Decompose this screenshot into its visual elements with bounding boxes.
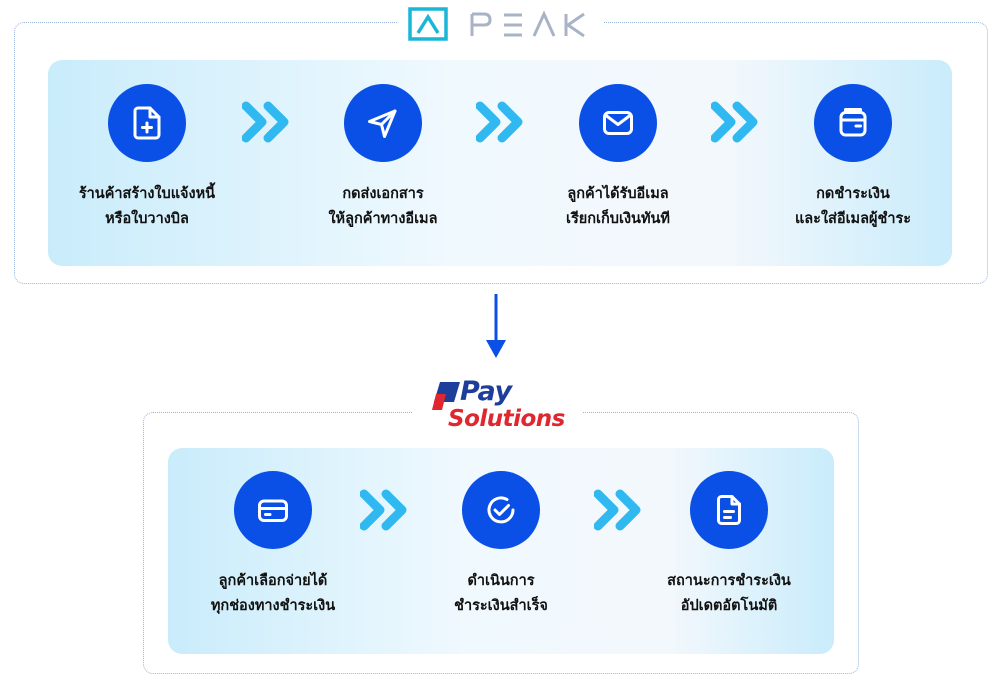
step-line: เรียกเก็บเงินทันที (566, 211, 670, 227)
double-chevron-right-icon (476, 101, 523, 143)
step-line: ลูกค้าเลือกจ่ายได้ (218, 573, 328, 589)
pay-word: Pay (460, 376, 512, 407)
step-auto-update-label: สถานะการชำระเงิน อัปเดตอัตโนมัติ (614, 569, 844, 619)
step-create-invoice-label: ร้านค้าสร้างใบแจ้งหนี้ หรือใบวางบิล (32, 182, 262, 232)
document-icon (717, 495, 741, 525)
peak-steps-panel (48, 60, 952, 266)
step-line: กดชำระเงิน (816, 186, 890, 202)
step-line: สถานะการชำระเงิน (667, 573, 791, 589)
double-chevron-right-icon (594, 489, 641, 531)
step-line: ชำระเงินสำเร็จ (454, 598, 548, 614)
step-line: ให้ลูกค้าทางอีเมล (328, 211, 438, 227)
check-circle-icon (487, 496, 515, 524)
file-plus-icon (133, 106, 161, 140)
double-chevron-right-icon (242, 101, 289, 143)
pay-solutions-flag-icon (432, 382, 460, 410)
step-auto-update-circle (690, 471, 768, 549)
wallet-icon (839, 108, 867, 137)
solutions-word: Solutions (448, 406, 565, 432)
step-line: ทุกช่องทางชำระเงิน (210, 598, 336, 614)
step-send-document-circle (344, 84, 422, 162)
step-line: ดำเนินการ (467, 573, 535, 589)
step-payment-success-label: ดำเนินการ ชำระเงินสำเร็จ (386, 569, 616, 619)
step-line: และใส่อีเมลผู้ชำระ (794, 211, 912, 227)
step-choose-payment-label: ลูกค้าเลือกจ่ายได้ ทุกช่องทางชำระเงิน (158, 569, 388, 619)
step-create-invoice-circle (108, 84, 186, 162)
step-line: หรือใบวางบิล (105, 211, 189, 227)
credit-card-icon (258, 499, 288, 522)
step-line: ร้านค้าสร้างใบแจ้งหนี้ (78, 186, 216, 202)
step-receive-email-label: ลูกค้าได้รับอีเมล เรียกเก็บเงินทันที (503, 182, 733, 232)
step-pay-label: กดชำระเงิน และใส่อีเมลผู้ชำระ (738, 182, 968, 232)
step-line: กดส่งเอกสาร (342, 186, 424, 202)
peak-logo (398, 4, 604, 44)
step-payment-success-circle (462, 471, 540, 549)
step-choose-payment-circle (234, 471, 312, 549)
double-chevron-right-icon (711, 101, 758, 143)
step-line: ลูกค้าได้รับอีเมล (567, 186, 669, 202)
arrow-down-icon (486, 294, 506, 358)
send-icon (368, 109, 397, 138)
step-line: อัปเดตอัตโนมัติ (680, 598, 778, 614)
double-chevron-right-icon (360, 489, 407, 531)
mail-icon (603, 111, 633, 135)
step-send-document-label: กดส่งเอกสาร ให้ลูกค้าทางอีเมล (268, 182, 498, 232)
step-pay-circle (814, 84, 892, 162)
step-receive-email-circle (579, 84, 657, 162)
peak-logo-mark (408, 7, 585, 41)
pay-solutions-logo: Pay Solutions (412, 374, 582, 436)
